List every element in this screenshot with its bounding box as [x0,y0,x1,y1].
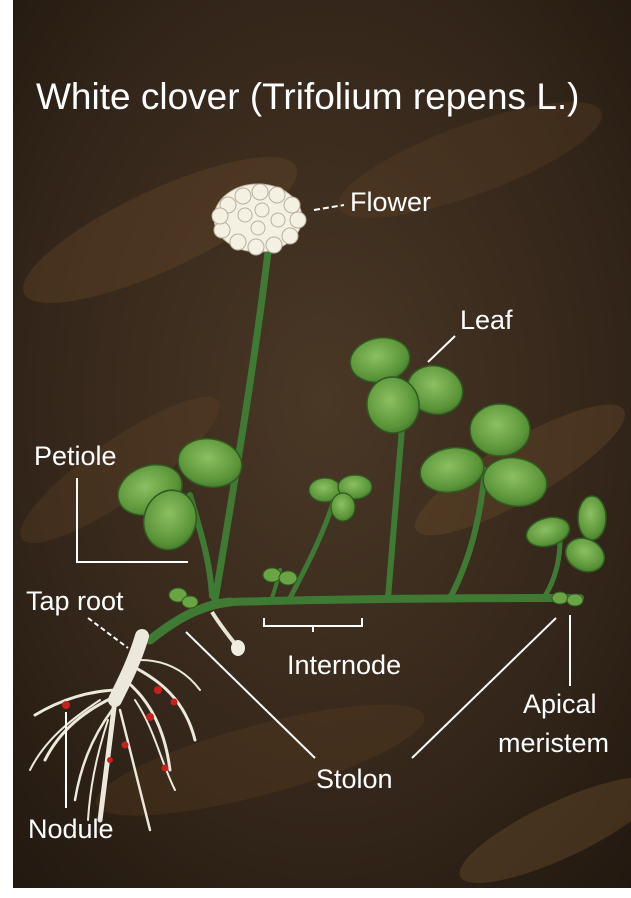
label-tap-root: Tap root [26,588,124,615]
label-internode: Internode [287,652,401,679]
label-leaf: Leaf [460,307,513,334]
dangling-bud [231,640,245,656]
label-flower: Flower [350,189,431,216]
label-apical-meristem-line1: Apical [523,691,597,718]
label-apical-meristem-line2: meristem [498,730,609,757]
label-nodule: Nodule [28,816,114,843]
label-petiole: Petiole [34,443,117,470]
diagram-title: White clover (Trifolium repens L.) [36,78,580,115]
label-stolon: Stolon [316,766,393,793]
stolon-main [230,598,580,602]
nodule-marker [62,701,70,709]
